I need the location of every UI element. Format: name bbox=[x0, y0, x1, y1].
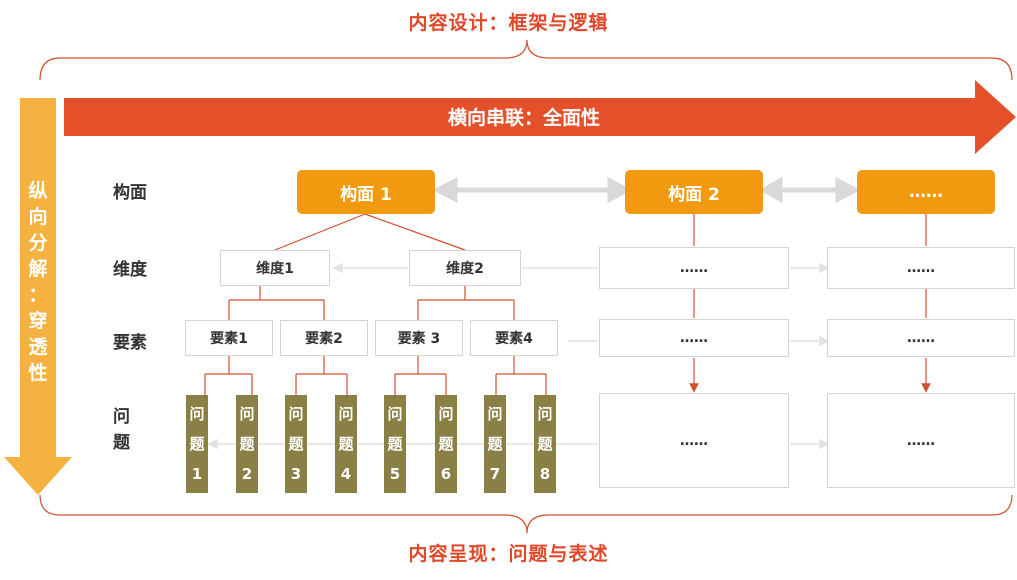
element-box: …… bbox=[827, 319, 1015, 357]
dimension-box: 维度2 bbox=[409, 250, 521, 286]
facet-box: …… bbox=[857, 170, 995, 214]
column-arrows bbox=[689, 214, 931, 393]
element-box: 要素 3 bbox=[375, 320, 463, 356]
facet-box: 构面 2 bbox=[625, 170, 763, 214]
dimension-flow-arrows bbox=[332, 262, 830, 274]
dimension-box: …… bbox=[827, 247, 1015, 289]
horizontal-arrow-shape bbox=[64, 80, 1016, 154]
row-label-dimension: 维度 bbox=[113, 260, 147, 280]
facet-link-arrows bbox=[432, 176, 861, 204]
row-label-element: 要素 bbox=[113, 333, 147, 353]
element-box: 要素2 bbox=[280, 320, 368, 356]
dimension-box: 维度1 bbox=[220, 250, 330, 286]
top-heading: 内容设计：框架与逻辑 bbox=[408, 12, 609, 34]
top-brace bbox=[39, 39, 1013, 81]
dimension-box: …… bbox=[599, 247, 789, 289]
row-label-question: 问 题 bbox=[113, 407, 130, 453]
element-box: 要素4 bbox=[470, 320, 558, 356]
question-placeholder-box: …… bbox=[599, 393, 789, 488]
bottom-brace bbox=[39, 494, 1013, 534]
vertical-arrow-label: 纵 向 分 解 ： 穿 透 性 bbox=[28, 180, 48, 384]
tree-connectors bbox=[204, 213, 547, 395]
bottom-heading: 内容呈现：问题与表述 bbox=[408, 543, 609, 565]
vertical-arrow-shape bbox=[4, 98, 72, 495]
facet-box: 构面 1 bbox=[297, 170, 435, 214]
horizontal-arrow-label: 横向串联：全面性 bbox=[447, 107, 600, 129]
element-flow-arrows bbox=[568, 335, 830, 347]
element-box: …… bbox=[599, 319, 789, 357]
element-box: 要素1 bbox=[185, 320, 273, 356]
question-placeholder-box: …… bbox=[827, 393, 1015, 488]
row-label-facet: 构面 bbox=[113, 183, 147, 203]
